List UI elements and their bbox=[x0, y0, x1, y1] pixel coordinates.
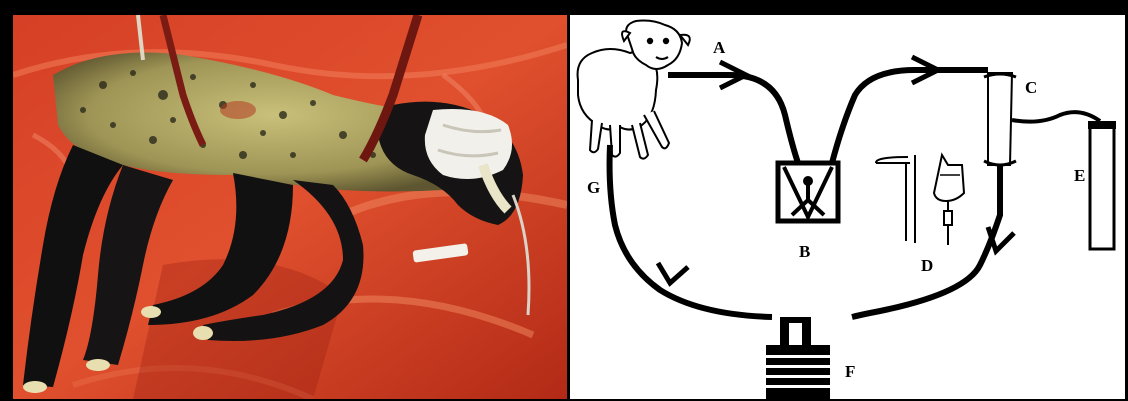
tube-C-E bbox=[1012, 112, 1100, 122]
component-D bbox=[876, 155, 964, 245]
circuit-diagram: A B C D E F G bbox=[570, 15, 1125, 399]
tube-G bbox=[610, 145, 772, 317]
photo-illustration bbox=[13, 15, 567, 399]
component-B bbox=[778, 163, 838, 221]
label-F: F bbox=[845, 363, 855, 380]
tube-B-C bbox=[832, 70, 988, 163]
blood-stain bbox=[220, 101, 256, 119]
arrow-G bbox=[658, 263, 688, 283]
component-E bbox=[1088, 121, 1116, 249]
circuit-schematic bbox=[570, 15, 1125, 399]
tube-A bbox=[668, 75, 798, 163]
label-D: D bbox=[921, 257, 933, 274]
tube-C-F bbox=[852, 165, 1000, 317]
lamb-photograph bbox=[13, 15, 567, 399]
label-A: A bbox=[713, 39, 725, 56]
label-C: C bbox=[1025, 79, 1037, 96]
component-F bbox=[766, 317, 830, 399]
lamb-drawing bbox=[578, 21, 690, 159]
head-bandage bbox=[425, 109, 512, 179]
label-G: G bbox=[587, 179, 600, 196]
label-E: E bbox=[1074, 167, 1085, 184]
label-B: B bbox=[799, 243, 810, 260]
component-C bbox=[984, 73, 1016, 165]
